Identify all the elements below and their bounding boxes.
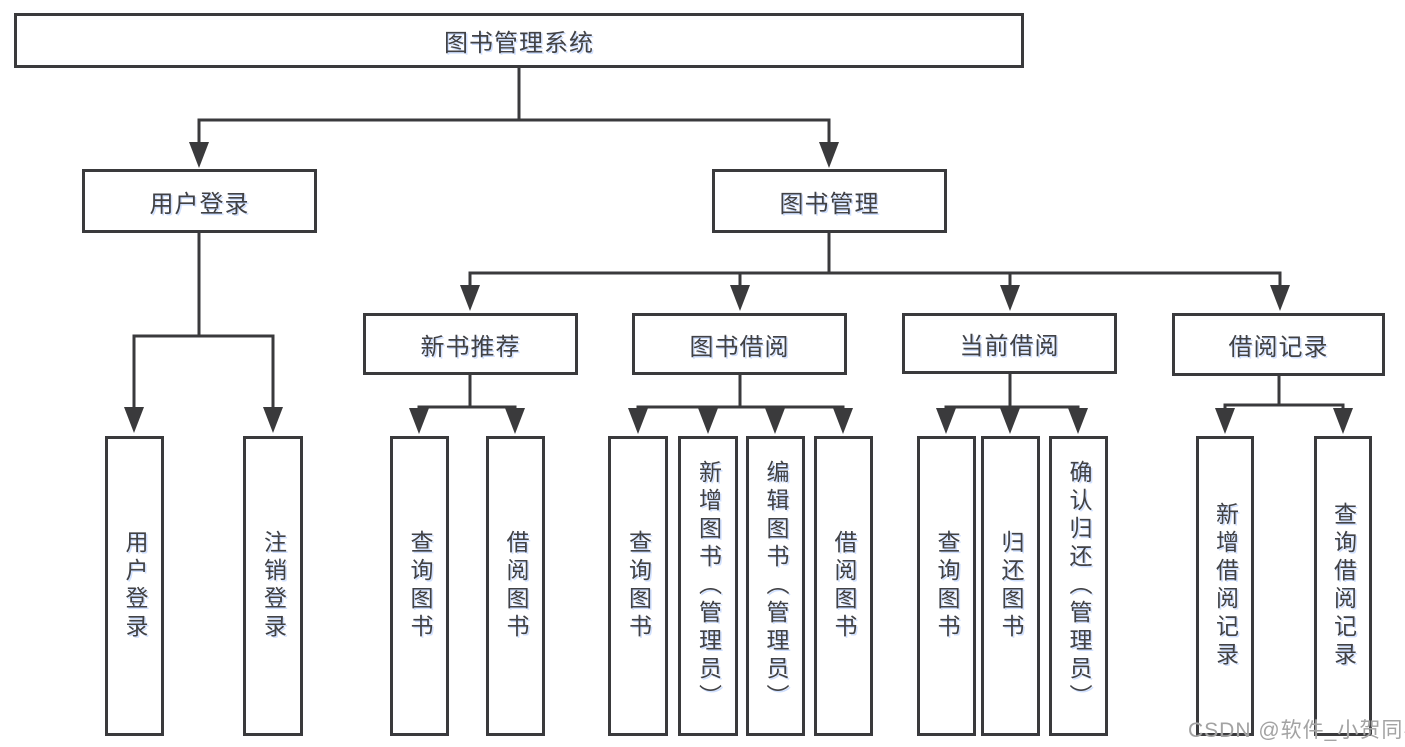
node-user-login: 用户登录 — [82, 169, 317, 233]
leaf-newbook-borrow-books: 借阅图书 — [486, 436, 545, 736]
leaf-current-query-books: 查询图书 — [917, 436, 976, 736]
leaf-newbook-query-books: 查询图书 — [390, 436, 449, 736]
leaf-query-borrow-record: 查询借阅记录 — [1314, 436, 1372, 736]
node-current-borrow: 当前借阅 — [902, 313, 1117, 374]
node-root: 图书管理系统 — [14, 13, 1024, 68]
node-book-management: 图书管理 — [712, 169, 947, 233]
leaf-add-borrow-record: 新增借阅记录 — [1196, 436, 1254, 736]
node-borrow-record: 借阅记录 — [1172, 313, 1385, 376]
leaf-user-login: 用户登录 — [105, 436, 164, 736]
leaf-return-books: 归还图书 — [981, 436, 1040, 736]
leaf-borrow-query-books: 查询图书 — [608, 436, 668, 736]
node-book-borrow: 图书借阅 — [632, 313, 847, 375]
leaf-add-books-admin: 新增图书（管理员） — [678, 436, 738, 736]
leaf-confirm-return-admin: 确认归还（管理员） — [1049, 436, 1108, 736]
node-new-book-recommend: 新书推荐 — [363, 313, 578, 375]
leaf-borrow-books: 借阅图书 — [814, 436, 873, 736]
leaf-logout: 注销登录 — [243, 436, 303, 736]
leaf-edit-books-admin: 编辑图书（管理员） — [746, 436, 805, 736]
watermark-text: CSDN @软件_小贺同学 — [1188, 719, 1405, 742]
